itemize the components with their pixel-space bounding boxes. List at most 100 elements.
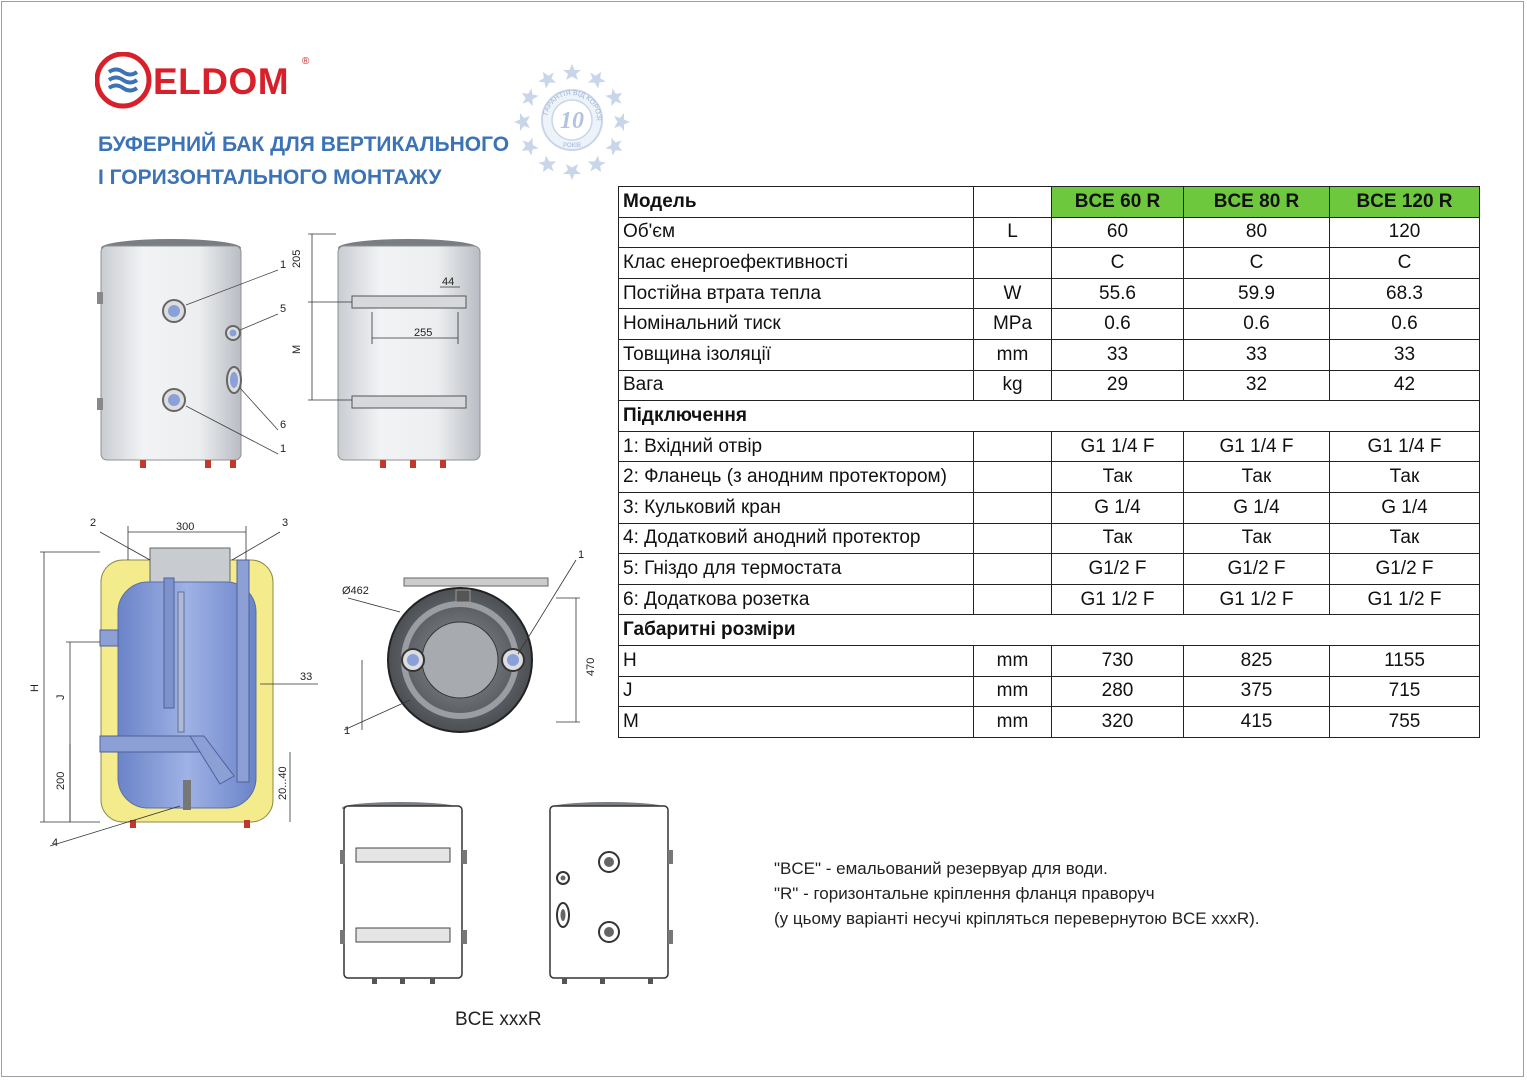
row-label: M xyxy=(618,706,974,738)
row-value: 33 xyxy=(1329,338,1480,371)
dim-300: 300 xyxy=(176,521,194,533)
row-value: Так xyxy=(1329,461,1480,493)
row-unit: mm xyxy=(973,338,1052,371)
row-value: 120 xyxy=(1329,216,1480,249)
table-row: Товщина ізоляції mm 33 33 33 xyxy=(618,338,1480,371)
header-model-label: Модель xyxy=(618,186,974,218)
row-label: Товщина ізоляції xyxy=(618,338,974,371)
row-value: 730 xyxy=(1051,644,1184,677)
row-value: 80 xyxy=(1183,216,1330,249)
tank-top-view: Ø462 470 1 1 xyxy=(342,549,597,737)
badge-bottom-text: РОКІВ xyxy=(563,143,581,149)
row-unit: L xyxy=(973,216,1052,249)
table-row: Постійна втрата тепла W 55.6 59.9 68.3 xyxy=(618,277,1480,310)
header-model-3: BCE 120 R xyxy=(1329,186,1480,218)
row-label: Об'єм xyxy=(618,216,974,249)
eldom-logo-mark xyxy=(94,51,152,109)
row-value: 1155 xyxy=(1329,644,1480,677)
notes: "BCE" - емальований резервуар для води. … xyxy=(774,856,1260,931)
dim-255: 255 xyxy=(414,327,432,339)
callout-5: 5 xyxy=(280,303,286,315)
row-unit: W xyxy=(973,277,1052,310)
row-value: 0.6 xyxy=(1329,308,1480,340)
table-row: 6: Додаткова розетка G1 1/2 F G1 1/2 F G… xyxy=(618,583,1480,616)
row-value: 59.9 xyxy=(1183,277,1330,310)
badge-number: 10 xyxy=(560,108,584,134)
row-label: Клас енергоефективності xyxy=(618,247,974,279)
dim-470: 470 xyxy=(585,658,597,676)
row-unit: mm xyxy=(973,675,1052,708)
row-value: Так xyxy=(1051,461,1184,493)
tank-section-view: 300 2 3 H J 200 20...40 33 4 xyxy=(29,517,318,849)
bce-xxxr-views xyxy=(340,802,673,984)
dim-33: 33 xyxy=(300,671,312,683)
section-row-connections: Підключення xyxy=(618,400,1480,432)
callout-6: 6 xyxy=(280,419,286,431)
row-unit: mm xyxy=(973,706,1052,738)
row-value: 0.6 xyxy=(1183,308,1330,340)
row-value: G1 1/4 F xyxy=(1183,430,1330,463)
header-model-2: BCE 80 R xyxy=(1183,186,1330,218)
row-label: H xyxy=(618,644,974,677)
table-header-row: Модель BCE 60 R BCE 80 R BCE 120 R xyxy=(618,186,1480,218)
callout-4: 4 xyxy=(52,837,58,849)
row-value: Так xyxy=(1183,522,1330,555)
row-unit xyxy=(973,553,1052,585)
callout-1-bottom: 1 xyxy=(280,443,286,455)
row-value: G 1/4 xyxy=(1183,491,1330,524)
row-unit xyxy=(973,583,1052,616)
warranty-badge: ГАРАНТІЯ ВІД КОРОЗІЇ 10 РОКІВ xyxy=(508,58,630,180)
drawing-caption: BCE xxxR xyxy=(455,1009,542,1030)
table-row: M mm 320 415 755 xyxy=(618,706,1480,738)
row-label: 5: Гніздо для термостата xyxy=(618,553,974,585)
registered-mark: ® xyxy=(302,56,310,67)
row-value: 60 xyxy=(1051,216,1184,249)
row-value: 825 xyxy=(1183,644,1330,677)
row-value: G1/2 F xyxy=(1183,553,1330,585)
row-unit: mm xyxy=(973,644,1052,677)
callout-2: 2 xyxy=(90,517,96,529)
row-value: G1 1/4 F xyxy=(1051,430,1184,463)
table-row: Об'єм L 60 80 120 xyxy=(618,216,1480,249)
row-value: G1 1/4 F xyxy=(1329,430,1480,463)
row-value: 320 xyxy=(1051,706,1184,738)
row-label: 1: Вхідний отвір xyxy=(618,430,974,463)
table-row: Клас енергоефективності C C C xyxy=(618,247,1480,279)
row-label: Номінальний тиск xyxy=(618,308,974,340)
row-label: J xyxy=(618,675,974,708)
technical-drawings: 1 5 6 1 205 M 44 255 xyxy=(29,233,673,984)
dim-m: M xyxy=(291,345,303,354)
table-row: J mm 280 375 715 xyxy=(618,675,1480,708)
table-row: Номінальний тиск MPa 0.6 0.6 0.6 xyxy=(618,308,1480,340)
row-label: 6: Додаткова розетка xyxy=(618,583,974,616)
row-label: 2: Фланець (з анодним протектором) xyxy=(618,461,974,493)
row-value: Так xyxy=(1051,522,1184,555)
row-label: Постійна втрата тепла xyxy=(618,277,974,310)
row-value: Так xyxy=(1329,522,1480,555)
row-unit xyxy=(973,247,1052,279)
table-row: 2: Фланець (з анодним протектором) Так Т… xyxy=(618,461,1480,493)
row-label: Вага xyxy=(618,369,974,402)
row-label: 3: Кульковий кран xyxy=(618,491,974,524)
row-value: G1 1/2 F xyxy=(1329,583,1480,616)
row-value: 29 xyxy=(1051,369,1184,402)
callout-1-top: 1 xyxy=(280,259,286,271)
dim-20-40: 20...40 xyxy=(277,766,289,800)
header-unit xyxy=(973,186,1052,218)
row-value: G1 1/2 F xyxy=(1183,583,1330,616)
tank-front-view: 1 5 6 1 xyxy=(97,239,286,468)
table-row: H mm 730 825 1155 xyxy=(618,644,1480,677)
note-line: (у цьому варіанті несучі кріпляться пере… xyxy=(774,909,1260,928)
section-dimensions-title: Габаритні розміри xyxy=(618,614,1480,646)
row-unit xyxy=(973,491,1052,524)
callout-1-topview: 1 xyxy=(578,549,584,561)
row-value: 68.3 xyxy=(1329,277,1480,310)
row-value: 415 xyxy=(1183,706,1330,738)
row-unit: kg xyxy=(973,369,1052,402)
dim-h: H xyxy=(29,684,41,692)
row-value: 33 xyxy=(1183,338,1330,371)
row-value: 0.6 xyxy=(1051,308,1184,340)
row-value: G1/2 F xyxy=(1051,553,1184,585)
note-line: "BCE" - емальований резервуар для води. xyxy=(774,859,1108,878)
